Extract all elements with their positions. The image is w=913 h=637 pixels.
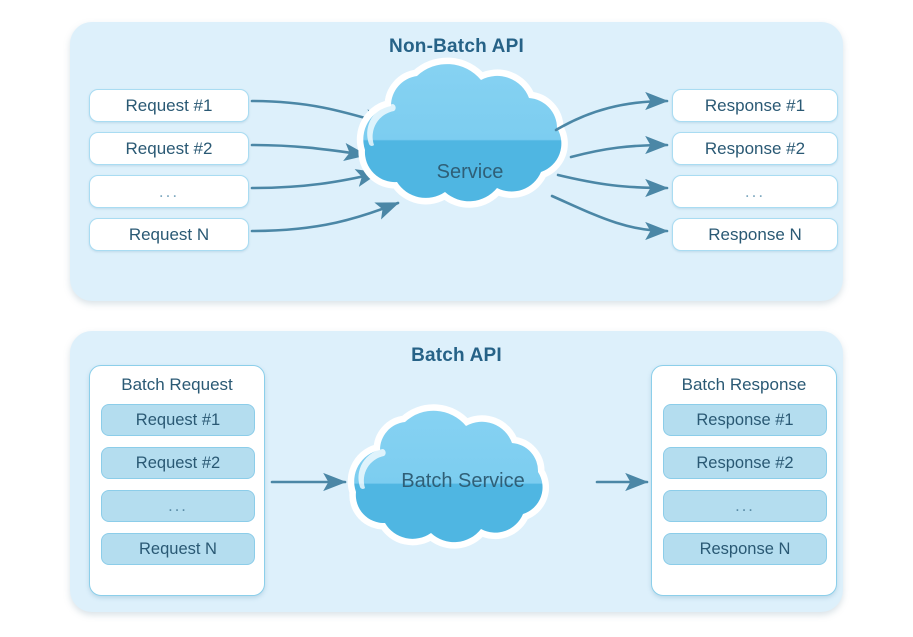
request-box-2: Request #2 (89, 132, 249, 165)
batch-request-group: Batch Request Request #1 Request #2 ... … (89, 365, 265, 596)
request-box-n: Request N (89, 218, 249, 251)
panel-title-batch: Batch API (411, 345, 502, 366)
response-box-ellipsis: ... (672, 175, 838, 208)
batch-response-item-1: Response #1 (663, 404, 827, 436)
batch-response-title: Batch Response (681, 375, 807, 394)
batch-response-item-n: Response N (663, 533, 827, 565)
response-box-2: Response #2 (672, 132, 838, 165)
request-box-ellipsis: ... (89, 175, 249, 208)
batch-request-item-2: Request #2 (101, 447, 255, 479)
batch-response-item-ellipsis: ... (663, 490, 827, 522)
response-box-1: Response #1 (672, 89, 838, 122)
batch-response-group: Batch Response Response #1 Response #2 .… (651, 365, 837, 596)
batch-response-item-2: Response #2 (663, 447, 827, 479)
batch-request-item-n: Request N (101, 533, 255, 565)
response-box-n: Response N (672, 218, 838, 251)
batch-request-item-ellipsis: ... (101, 490, 255, 522)
panel-title-non-batch: Non-Batch API (389, 36, 524, 57)
batch-request-title: Batch Request (121, 375, 233, 394)
request-box-1: Request #1 (89, 89, 249, 122)
panel-non-batch-api: Non-Batch API Request #1 Request #2 ... … (70, 22, 843, 301)
batch-request-item-1: Request #1 (101, 404, 255, 436)
